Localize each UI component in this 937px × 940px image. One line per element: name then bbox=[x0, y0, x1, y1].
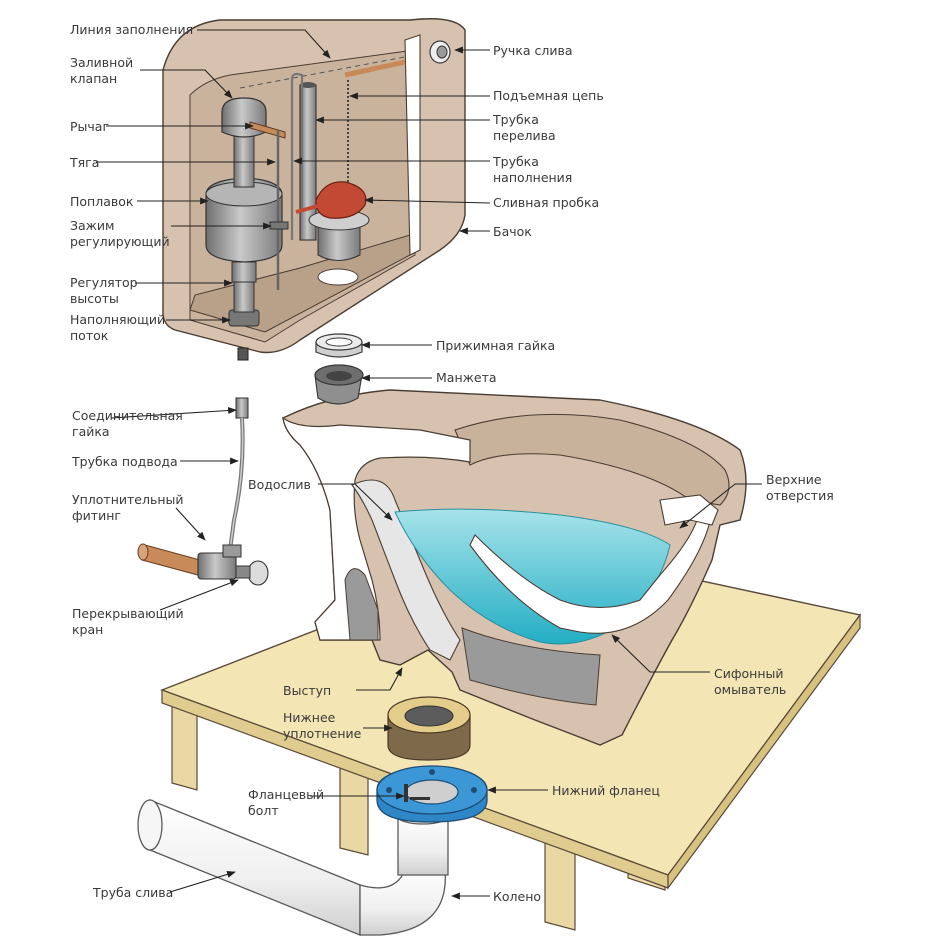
flush-handle-part bbox=[429, 40, 451, 64]
cuff-part bbox=[314, 364, 364, 405]
label-drain-pipe: Труба слива bbox=[92, 885, 173, 900]
platform-edge bbox=[667, 613, 861, 890]
label-lever: Рычаг bbox=[70, 119, 109, 134]
supply-line bbox=[137, 397, 269, 586]
lower-seal-part bbox=[387, 696, 471, 761]
overflow-tube-part bbox=[290, 72, 317, 241]
label-flapper: Сливная пробка bbox=[493, 195, 599, 210]
label-cuff: Манжета bbox=[436, 370, 497, 385]
label-rod: Тяга bbox=[69, 155, 99, 170]
fill-valve-assembly bbox=[205, 97, 289, 327]
leader-lines bbox=[96, 29, 762, 900]
platform-leg bbox=[171, 704, 198, 791]
label-lower-flange: Нижний фланец bbox=[552, 783, 660, 798]
label-fill-line: Линия заполнения bbox=[70, 22, 193, 37]
label-flush-handle: Ручка слива bbox=[493, 43, 573, 58]
toilet-bowl bbox=[282, 389, 747, 746]
label-elbow: Колено bbox=[493, 889, 541, 904]
flapper-part bbox=[295, 181, 370, 261]
label-weir: Водослив bbox=[248, 477, 311, 492]
label-tank: Бачок bbox=[493, 224, 532, 239]
label-clamp-nut: Прижимная гайка bbox=[436, 338, 555, 353]
clamp-nut-part bbox=[315, 333, 363, 358]
label-ledge: Выступ bbox=[283, 683, 331, 698]
lower-flange-part bbox=[376, 765, 488, 823]
lift-chain-part bbox=[344, 59, 406, 184]
label-float: Поплавок bbox=[70, 194, 134, 209]
label-supply-tube: Трубка подвода bbox=[71, 454, 178, 469]
label-lift-chain: Подъемная цепь bbox=[493, 88, 604, 103]
